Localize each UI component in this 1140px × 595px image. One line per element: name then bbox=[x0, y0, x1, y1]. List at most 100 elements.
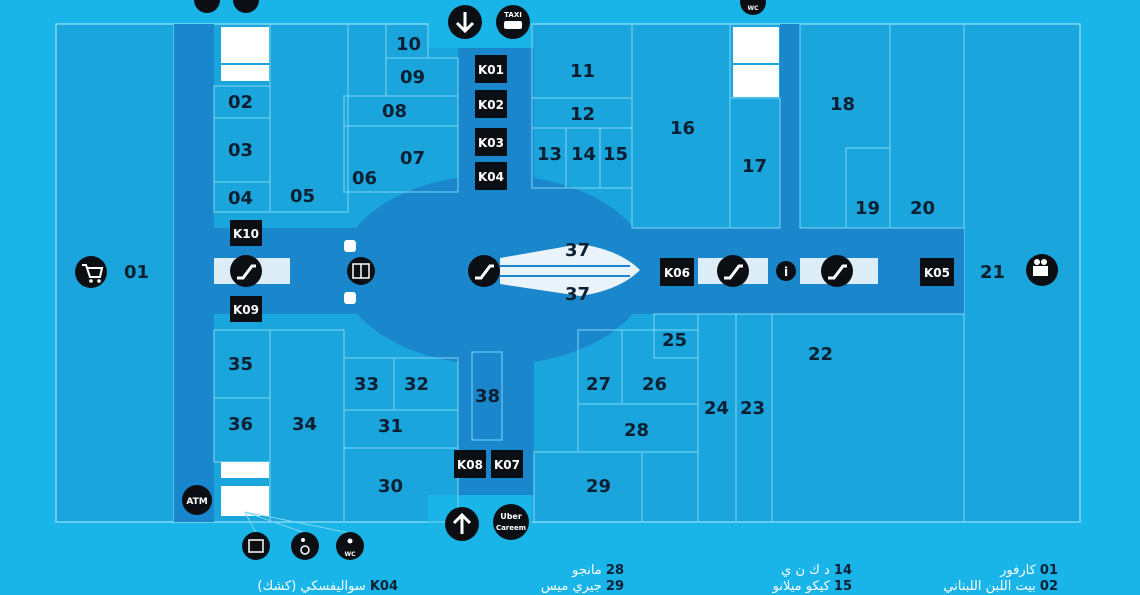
legend-item: 14 د ك ن ي bbox=[781, 563, 852, 578]
store-37-label-bottom: 37 bbox=[565, 284, 590, 305]
store-08-label: 08 bbox=[382, 101, 407, 122]
store-20-label: 20 bbox=[910, 198, 935, 219]
elevator-door-icon bbox=[344, 292, 356, 304]
store-02-label: 02 bbox=[228, 92, 253, 113]
store-12-label: 12 bbox=[570, 104, 595, 125]
kiosk-k05[interactable]: K05 bbox=[920, 258, 954, 286]
store-13-label: 13 bbox=[537, 144, 562, 165]
store-19-label: 19 bbox=[855, 198, 880, 219]
escalator-icon[interactable] bbox=[821, 255, 853, 287]
escalator-icons bbox=[230, 255, 853, 287]
elevator-icon[interactable] bbox=[194, 0, 220, 13]
wc-icon[interactable]: WC bbox=[740, 0, 766, 15]
kiosk-k03[interactable]: K03 bbox=[475, 128, 507, 156]
store-01-label: 01 bbox=[124, 262, 149, 283]
svg-text:K02: K02 bbox=[478, 98, 504, 112]
store-34-label: 34 bbox=[292, 414, 317, 435]
store-22-label: 22 bbox=[808, 344, 833, 365]
svg-text:Uber: Uber bbox=[500, 512, 522, 521]
svg-text:K08: K08 bbox=[457, 458, 483, 472]
store-18-label: 18 bbox=[830, 94, 855, 115]
store-15-label: 15 bbox=[603, 144, 628, 165]
store-05-label: 05 bbox=[290, 186, 315, 207]
elevator-door-icon bbox=[344, 240, 356, 252]
top-facility-icons: WC bbox=[194, 0, 766, 15]
store-17-label: 17 bbox=[742, 156, 767, 177]
store-32-label: 32 bbox=[404, 374, 429, 395]
store-07-label: 07 bbox=[400, 148, 425, 169]
kiosk-k02[interactable]: K02 bbox=[475, 90, 507, 118]
store-29-label: 29 bbox=[586, 476, 611, 497]
escalator-icon[interactable] bbox=[717, 255, 749, 287]
store-28-label: 28 bbox=[624, 420, 649, 441]
escalator-bands bbox=[214, 244, 878, 296]
svg-text:ATM: ATM bbox=[186, 497, 207, 507]
atm-icon[interactable]: ATM bbox=[182, 485, 212, 515]
store-24-label: 24 bbox=[704, 398, 729, 419]
store-31-label: 31 bbox=[378, 416, 403, 437]
escalator-icon[interactable] bbox=[230, 255, 262, 287]
svg-text:K03: K03 bbox=[478, 136, 504, 150]
accessible-wc-icon[interactable] bbox=[291, 532, 319, 560]
svg-text:WC: WC bbox=[747, 5, 759, 12]
store-36-label: 36 bbox=[228, 414, 253, 435]
store-27-label: 27 bbox=[586, 374, 611, 395]
svg-text:TAXI: TAXI bbox=[504, 11, 522, 19]
entrance-arrow-icon[interactable] bbox=[448, 5, 482, 39]
svg-text:WC: WC bbox=[344, 551, 356, 558]
cinema-icon[interactable] bbox=[1026, 254, 1058, 286]
store-30-label: 30 bbox=[378, 476, 403, 497]
taxi-icon[interactable]: TAXI bbox=[496, 5, 530, 39]
cart-icon[interactable] bbox=[75, 256, 107, 288]
store-38-label: 38 bbox=[475, 386, 500, 407]
svg-text:K10: K10 bbox=[233, 227, 259, 241]
escalator-icon[interactable] bbox=[468, 255, 500, 287]
washroom-blocks bbox=[221, 27, 779, 516]
kiosk-k08[interactable]: K08 bbox=[454, 450, 486, 478]
kiosk-k07[interactable]: K07 bbox=[491, 450, 523, 478]
legend-item: 29 جيري ميس bbox=[540, 579, 624, 594]
svg-text:K09: K09 bbox=[233, 303, 259, 317]
store-legend: 01 كارفور 02 بيت اللبن اللبناني 14 د ك ن… bbox=[0, 563, 1140, 595]
store-09-label: 09 bbox=[400, 67, 425, 88]
legend-item: 28 مانجو bbox=[572, 563, 624, 578]
elevator-icon[interactable] bbox=[242, 532, 270, 560]
svg-text:K07: K07 bbox=[494, 458, 520, 472]
store-11-label: 11 bbox=[570, 61, 595, 82]
store-partitions bbox=[213, 23, 965, 523]
store-23-label: 23 bbox=[740, 398, 765, 419]
store-06-label: 06 bbox=[352, 168, 377, 189]
store-26-label: 26 bbox=[642, 374, 667, 395]
svg-text:K01: K01 bbox=[478, 63, 504, 77]
south-entrance: Uber Careem bbox=[445, 504, 529, 541]
svg-text:K06: K06 bbox=[664, 266, 690, 280]
uber-careem-icon[interactable]: Uber Careem bbox=[493, 504, 529, 540]
store-21-label: 21 bbox=[980, 262, 1005, 283]
kiosk-k06[interactable]: K06 bbox=[660, 258, 694, 286]
kiosks: K01 K02 K03 K04 K05 K06 K07 K08 K09 K10 bbox=[230, 55, 954, 478]
store-16-label: 16 bbox=[670, 118, 695, 139]
info-icon[interactable]: i bbox=[776, 261, 796, 281]
kiosk-k04[interactable]: K04 bbox=[475, 162, 507, 190]
wc-icon[interactable]: WC bbox=[336, 532, 364, 560]
kiosk-k01[interactable]: K01 bbox=[475, 55, 507, 83]
wc-icon[interactable] bbox=[233, 0, 259, 13]
bottom-facility-icons: WC bbox=[242, 511, 364, 560]
kiosk-k10[interactable]: K10 bbox=[230, 220, 262, 246]
svg-text:K05: K05 bbox=[924, 266, 950, 280]
legend-item: 02 بيت اللبن اللبناني bbox=[943, 579, 1058, 594]
store-14-label: 14 bbox=[571, 144, 596, 165]
store-37-label-top: 37 bbox=[565, 240, 590, 261]
kiosk-k09[interactable]: K09 bbox=[230, 296, 262, 322]
svg-text:K04: K04 bbox=[478, 170, 504, 184]
store-labels: 01 02 03 04 05 06 07 08 09 10 11 12 13 1… bbox=[124, 34, 1005, 497]
mall-floor-plan: 01 02 03 04 05 06 07 08 09 10 11 12 13 1… bbox=[55, 0, 1081, 560]
store-33-label: 33 bbox=[354, 374, 379, 395]
store-04-label: 04 bbox=[228, 188, 253, 209]
legend-item: 01 كارفور bbox=[1000, 563, 1058, 578]
elevator-icon[interactable] bbox=[347, 257, 375, 285]
store-35-label: 35 bbox=[228, 354, 253, 375]
entrance-arrow-icon[interactable] bbox=[445, 507, 479, 541]
legend-item: 15 كيكو ميلانو bbox=[772, 579, 852, 594]
store-25-label: 25 bbox=[662, 330, 687, 351]
